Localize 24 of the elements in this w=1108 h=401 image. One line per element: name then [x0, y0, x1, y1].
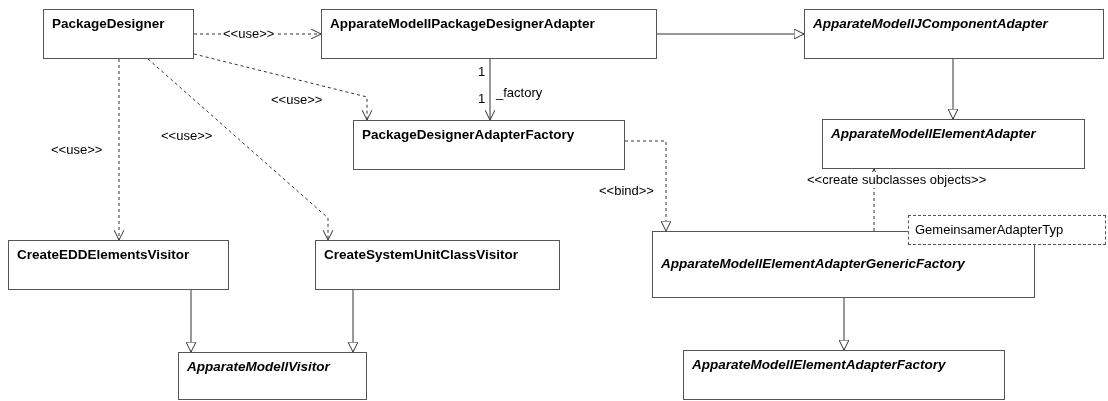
arrow: [484, 58, 496, 121]
arrow: [838, 297, 850, 351]
arrow: [347, 289, 359, 353]
class-box: CreateEDDElementsVisitor: [8, 240, 229, 290]
arrow: [185, 289, 197, 353]
class-box: PackageDesigner: [43, 9, 194, 59]
class-box: ApparateModellVisitor: [178, 352, 367, 400]
dashed-arrow: [113, 58, 125, 241]
dashed-arrow: [193, 53, 373, 121]
multiplicity-label: 1: [478, 91, 486, 107]
dashed-arrow: [147, 58, 334, 241]
multiplicity-label: 1: [478, 64, 486, 80]
class-box: ApparateModellElementAdapterFactory: [683, 350, 1005, 400]
class-box: ApparateModellElementAdapter: [822, 119, 1085, 169]
class-box: ApparateModellJComponentAdapter: [804, 9, 1104, 59]
arrow: [947, 58, 959, 120]
class-box: CreateSystemUnitClassVisitor: [315, 240, 560, 290]
dashed-arrow: [624, 140, 672, 232]
arrow: [656, 28, 805, 40]
class-box: PackageDesignerAdapterFactory: [353, 120, 625, 170]
class-box: ApparateModellPackageDesignerAdapter: [321, 9, 657, 59]
edge-label: _factory: [495, 85, 544, 101]
template-parameter-box: GemeinsamerAdapterTyp: [908, 215, 1106, 245]
edge-label: <<create subclasses objects>>: [806, 172, 988, 188]
